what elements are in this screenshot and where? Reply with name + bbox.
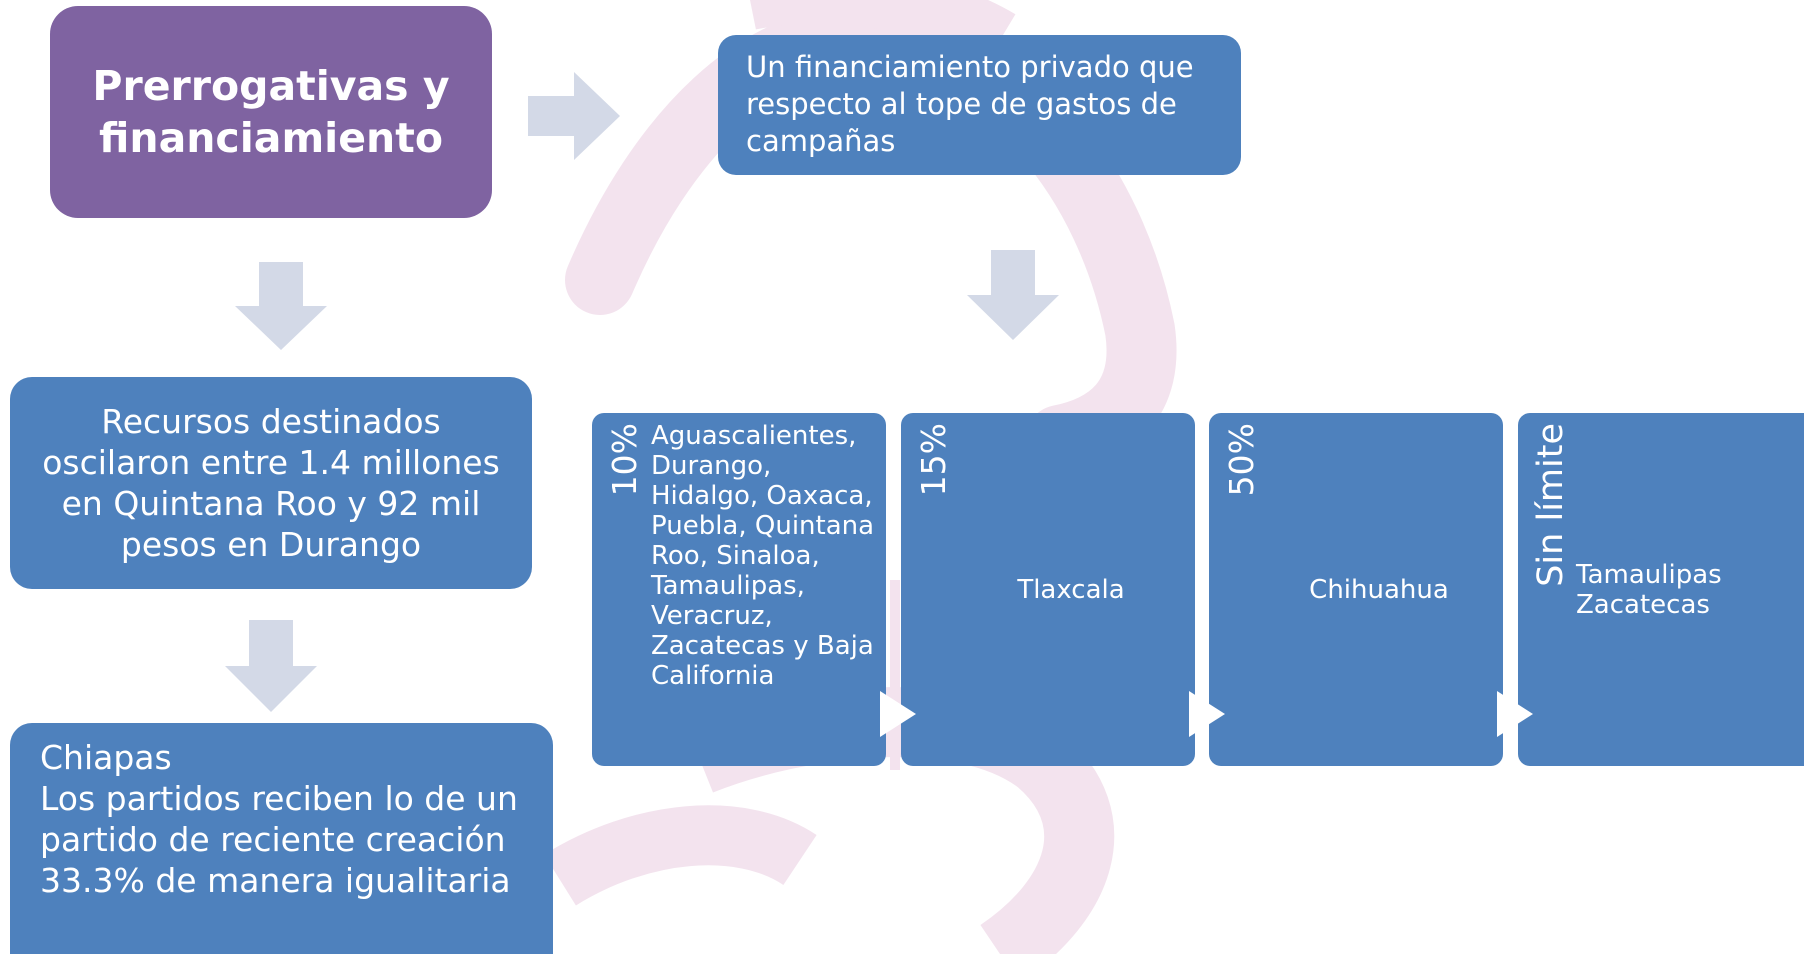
step-percent-label: Sin límite (1531, 423, 1571, 587)
arrow-down-icon (235, 262, 327, 350)
step-state-line: Tamaulipas (1576, 559, 1722, 590)
triangle-right-icon (880, 691, 916, 737)
step-percent-label: 50% (1222, 423, 1261, 497)
title-box: Prerrogativas y financiamiento (50, 6, 492, 218)
triangle-right-icon (1497, 691, 1533, 737)
step-state-line: Zacatecas (1576, 589, 1710, 620)
resources-box: Recursos destinados oscilaron entre 1.4 … (10, 377, 532, 589)
resources-text: Recursos destinados oscilaron entre 1.4 … (42, 402, 500, 564)
private-financing-box: Un financiamiento privado que respecto a… (718, 35, 1241, 175)
triangle-right-icon (1189, 691, 1225, 737)
step-percent-label: 15% (914, 423, 953, 497)
step-no-limit: Sin límite Tamaulipas Zacatecas (1518, 413, 1804, 766)
step-50-percent: 50% Chihuahua (1209, 413, 1533, 766)
step-states-list: Aguascalientes, Durango, Hidalgo, Oaxaca… (651, 421, 875, 691)
step-15-percent: 15% Tlaxcala (901, 413, 1225, 766)
step-states: Tamaulipas Zacatecas (1574, 413, 1794, 766)
step-percent-label: 10% (605, 423, 644, 497)
chiapas-box: Chiapas Los partidos reciben lo de un pa… (10, 723, 553, 954)
arrow-right-icon (528, 72, 620, 160)
step-state: Chihuahua (1309, 574, 1449, 605)
step-state: Tlaxcala (1017, 574, 1125, 605)
chiapas-heading: Chiapas (40, 738, 172, 777)
private-financing-text: Un financiamiento privado que respecto a… (746, 50, 1194, 158)
chiapas-body: Los partidos reciben lo de un partido de… (40, 779, 518, 900)
step-10-percent: 10% Aguascalientes, Durango, Hidalgo, Oa… (592, 413, 916, 766)
arrow-down-icon (967, 250, 1059, 340)
arrow-down-icon (225, 620, 317, 712)
title-text: Prerrogativas y financiamiento (92, 62, 450, 162)
